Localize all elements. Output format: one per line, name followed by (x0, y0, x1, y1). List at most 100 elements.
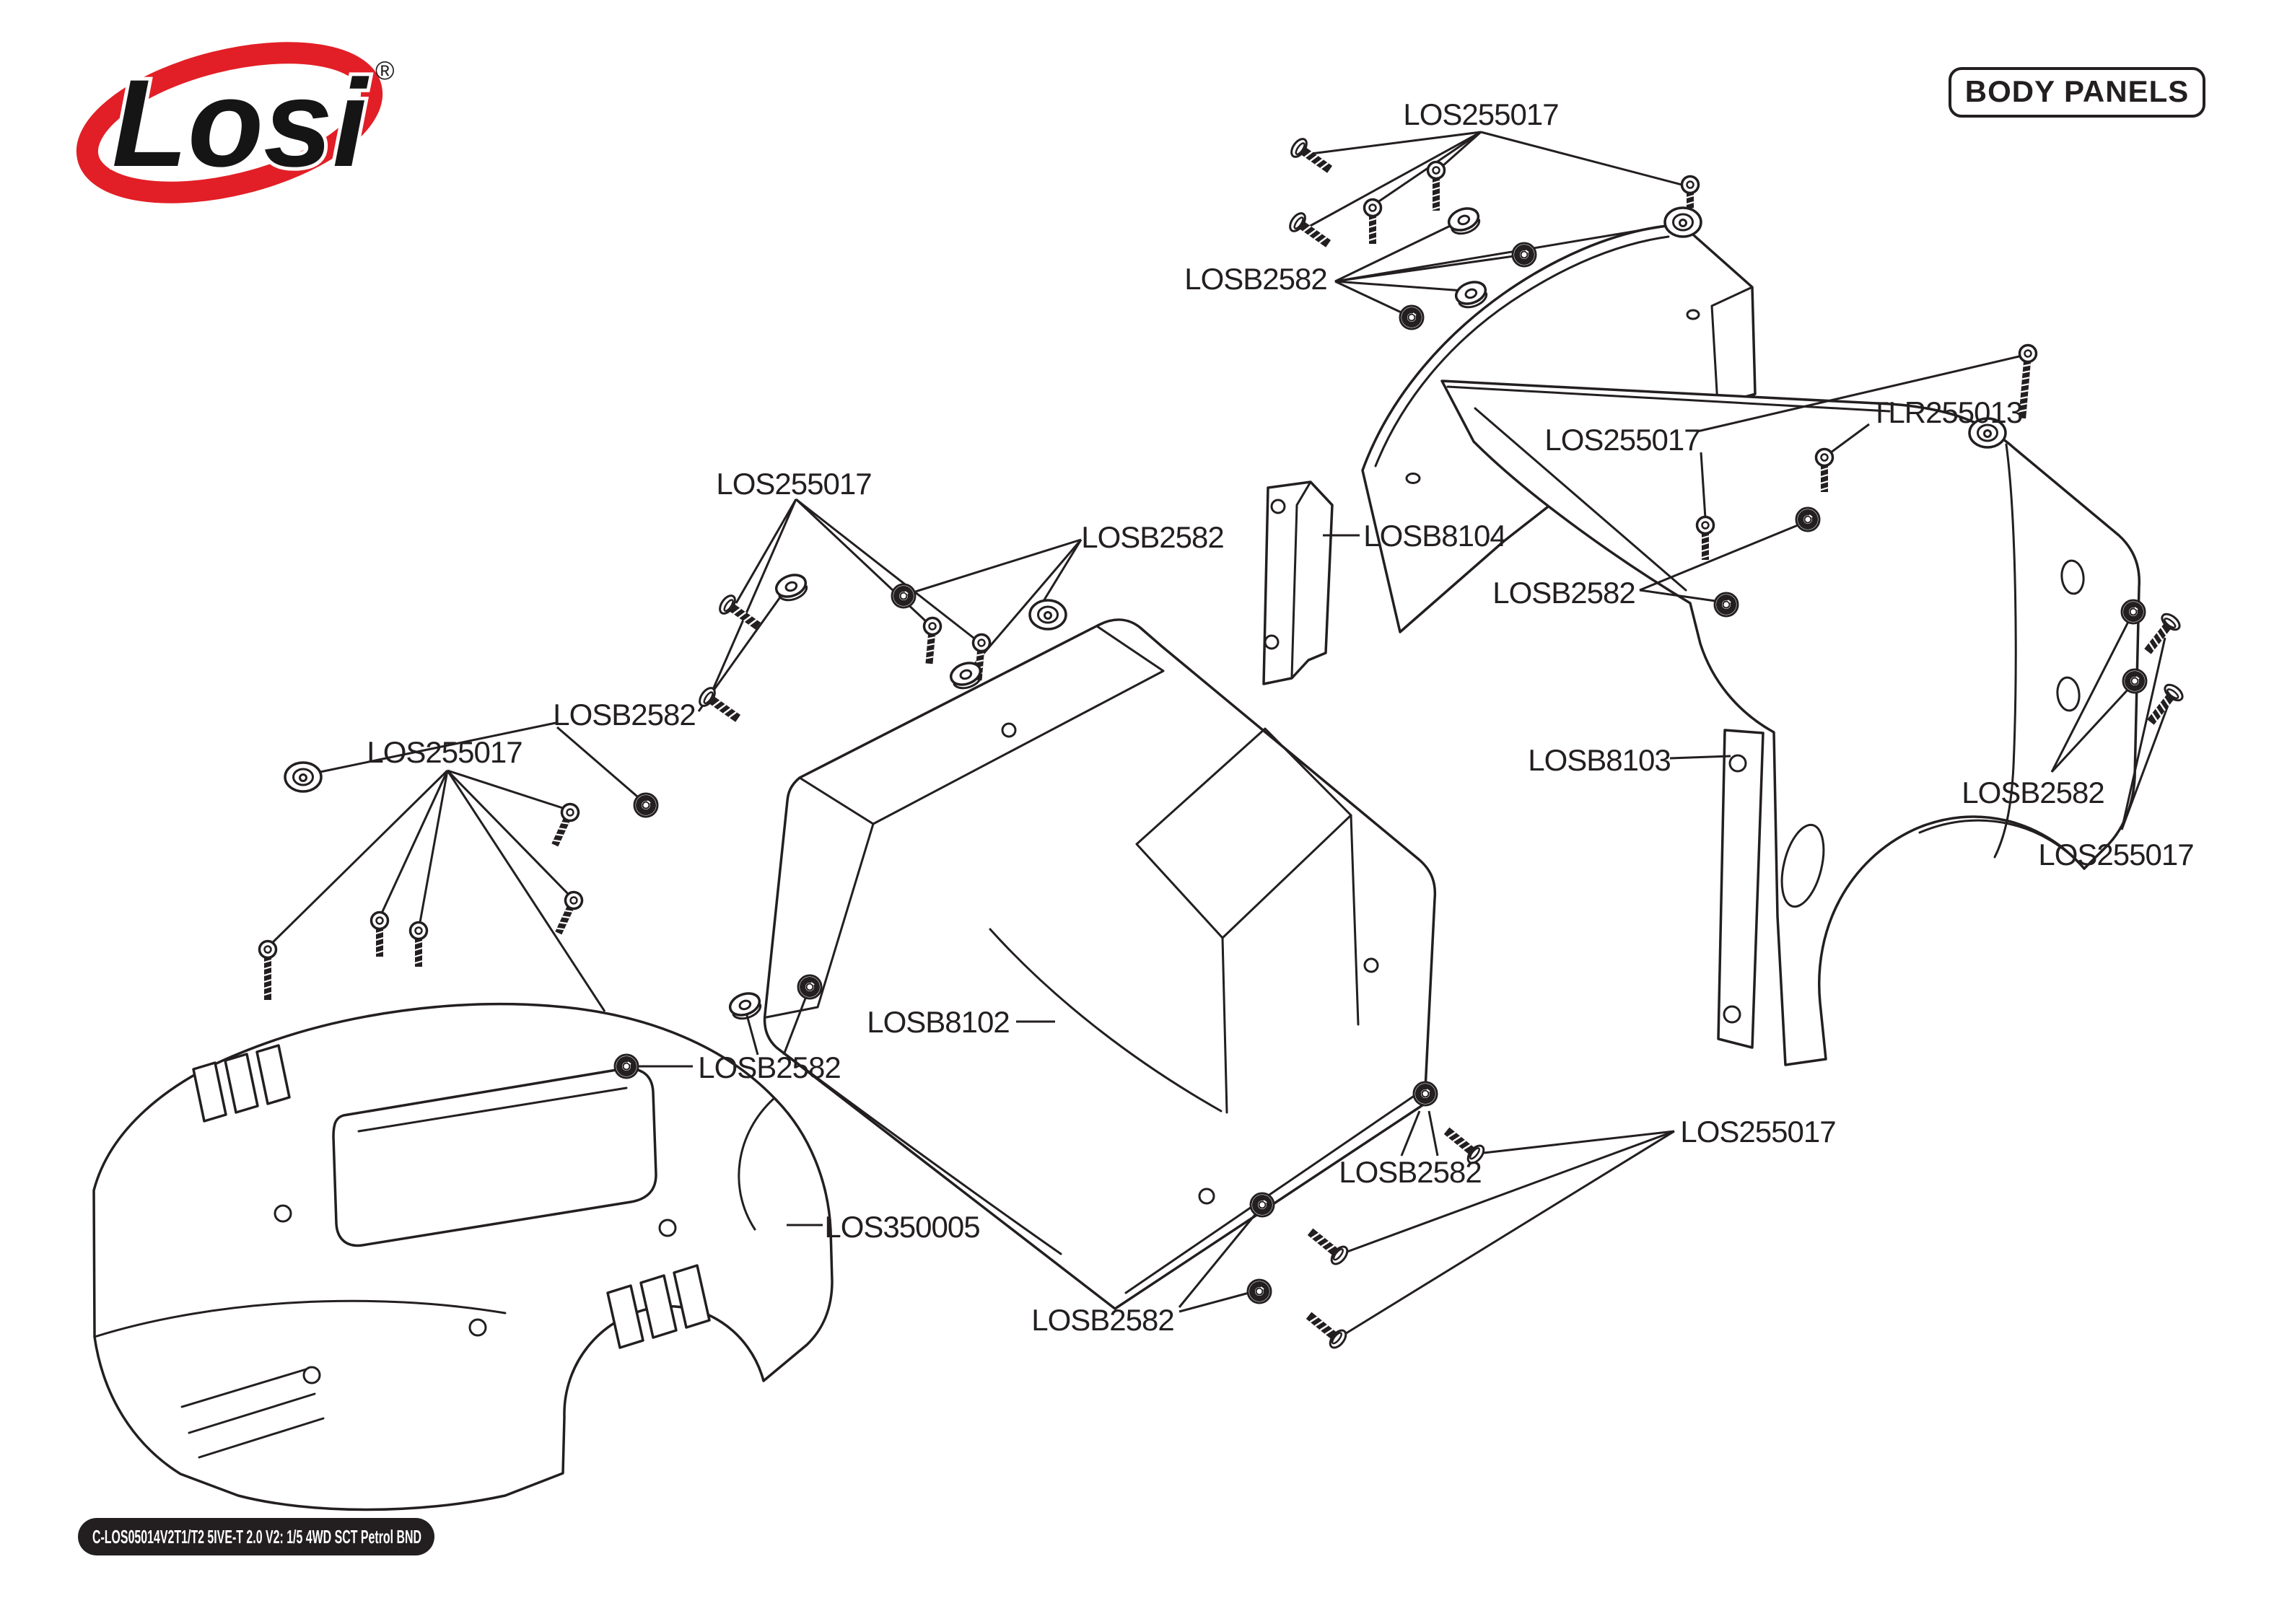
leader-line (795, 498, 978, 642)
part-label-l12: LOSB2582 (553, 698, 696, 732)
leader-line (1700, 452, 1707, 519)
leader-line (1343, 1130, 1675, 1336)
screw-button-icon (369, 910, 390, 957)
part-label-l5: LOSB8104 (1363, 519, 1506, 553)
losi-logo: Losi ® (76, 42, 395, 203)
leader-line (2050, 620, 2130, 773)
washer-dark-icon (1399, 304, 1425, 330)
hood-los350005-art (92, 1003, 834, 1511)
footer-badge-bg (78, 1518, 434, 1555)
screw-button-icon (922, 616, 943, 664)
leader-line (1400, 1110, 1421, 1156)
screw-flat-icon (1289, 212, 1331, 247)
screw-flat-icon (719, 594, 761, 630)
part-label-l3: LOS255017 (1544, 423, 1700, 457)
washer-big-icon (1028, 599, 1067, 631)
leader-line (418, 770, 449, 927)
part-label-l19: LOS255017 (1680, 1115, 1835, 1149)
part-label-l6: LOSB2582 (1492, 576, 1635, 610)
fender-losb8103-art (1440, 379, 2141, 1066)
screw-flat-icon (1443, 1127, 1485, 1164)
leader-line (1427, 1110, 1439, 1156)
washer-cone-icon (1454, 281, 1488, 309)
part-label-l13: LOS255017 (367, 735, 522, 769)
bracket-losb8104-art (1262, 480, 1334, 685)
washer-cone-icon (728, 992, 762, 1020)
screw-button-icon (408, 921, 429, 967)
leader-line (1334, 255, 1515, 283)
leader-line (446, 769, 573, 899)
leader-line (1334, 280, 1464, 292)
registered-mark-icon: ® (375, 56, 395, 85)
leader-line (735, 499, 797, 604)
part-label-l1: LOS255017 (1403, 97, 1558, 131)
washer-cone-icon (774, 574, 808, 602)
screw-button-icon (1695, 515, 1715, 560)
leader-line (1827, 423, 1870, 456)
part-label-l2: LOSB2582 (1184, 262, 1327, 296)
leader-line (2120, 705, 2169, 830)
leader-line (1344, 1130, 1675, 1254)
washer-dark-icon (891, 583, 917, 609)
screw-button-icon (1814, 447, 1834, 492)
washer-dark-icon (1412, 1081, 1438, 1107)
leader-line (1334, 280, 1407, 316)
washer-dark-icon (633, 792, 659, 818)
screw-flat-icon (1307, 1228, 1349, 1265)
washer-dark-icon (613, 1053, 639, 1079)
part-label-l7: LOSB8103 (1528, 743, 1671, 777)
leader-line (556, 726, 643, 802)
screw-button-icon (551, 802, 580, 847)
leader-line (1483, 1130, 1675, 1154)
part-label-l8: LOSB2582 (1962, 776, 2104, 809)
leader-line (1334, 224, 1672, 283)
leader-line (1178, 1211, 1259, 1308)
screw-flat-icon (2147, 683, 2184, 725)
screw-button-icon (1426, 160, 1446, 211)
part-label-l15: LOSB8102 (867, 1005, 1010, 1039)
part-label-l18: LOSB2582 (1339, 1155, 1482, 1189)
washer-big-icon (1968, 417, 2007, 449)
leader-line (910, 538, 1082, 594)
washer-big-icon (1663, 206, 1702, 238)
washer-dark-icon (1511, 242, 1537, 268)
leader-line (379, 770, 449, 917)
leader-line (1697, 355, 2020, 433)
leader-line (2120, 637, 2166, 830)
title-badge: BODY PANELS (1949, 67, 2205, 118)
washer-big-icon (284, 761, 323, 793)
leader-line (1480, 131, 1688, 188)
washer-dark-icon (1246, 1278, 1272, 1304)
part-label-l11: LOSB2582 (1081, 520, 1224, 554)
screw-button-icon (555, 890, 584, 935)
title-badge-border (1949, 67, 2205, 118)
washer-dark-icon (1249, 1192, 1275, 1218)
part-label-l4: TLR255013 (1871, 395, 2023, 429)
screw-button-icon (258, 939, 278, 1000)
leader-line (312, 721, 556, 775)
page-title: BODY PANELS (1965, 74, 2190, 108)
part-label-l9: LOS255017 (2038, 838, 2193, 872)
logo-wordmark: Losi (112, 54, 369, 193)
leader-line (782, 992, 809, 1055)
part-label-l10: LOS255017 (716, 467, 871, 501)
washer-dark-icon (1713, 592, 1739, 618)
leader-line (710, 499, 797, 693)
kit-code: C-LOS05014V2T1/T2 5IVE-T 2.0 V2: 1/5 4WD… (92, 1526, 421, 1548)
leader-line (1311, 131, 1482, 155)
screw-button-icon (1363, 198, 1383, 244)
screw-flat-icon (1290, 138, 1333, 173)
part-label-l16: LOS350005 (824, 1210, 979, 1244)
leader-line (1669, 755, 1731, 760)
leader-line (2050, 685, 2132, 773)
leader-line (1639, 589, 1721, 603)
screw-flat-icon (699, 687, 741, 722)
leader-line (1307, 131, 1482, 229)
screw-button-icon (2018, 343, 2038, 419)
logo-swoosh (76, 42, 383, 203)
washer-dark-icon (2122, 668, 2148, 694)
leader-line (1178, 1290, 1255, 1313)
screw-flat-icon (2144, 613, 2181, 654)
footer-badge: C-LOS05014V2T1/T2 5IVE-T 2.0 V2: 1/5 4WD… (78, 1518, 434, 1555)
